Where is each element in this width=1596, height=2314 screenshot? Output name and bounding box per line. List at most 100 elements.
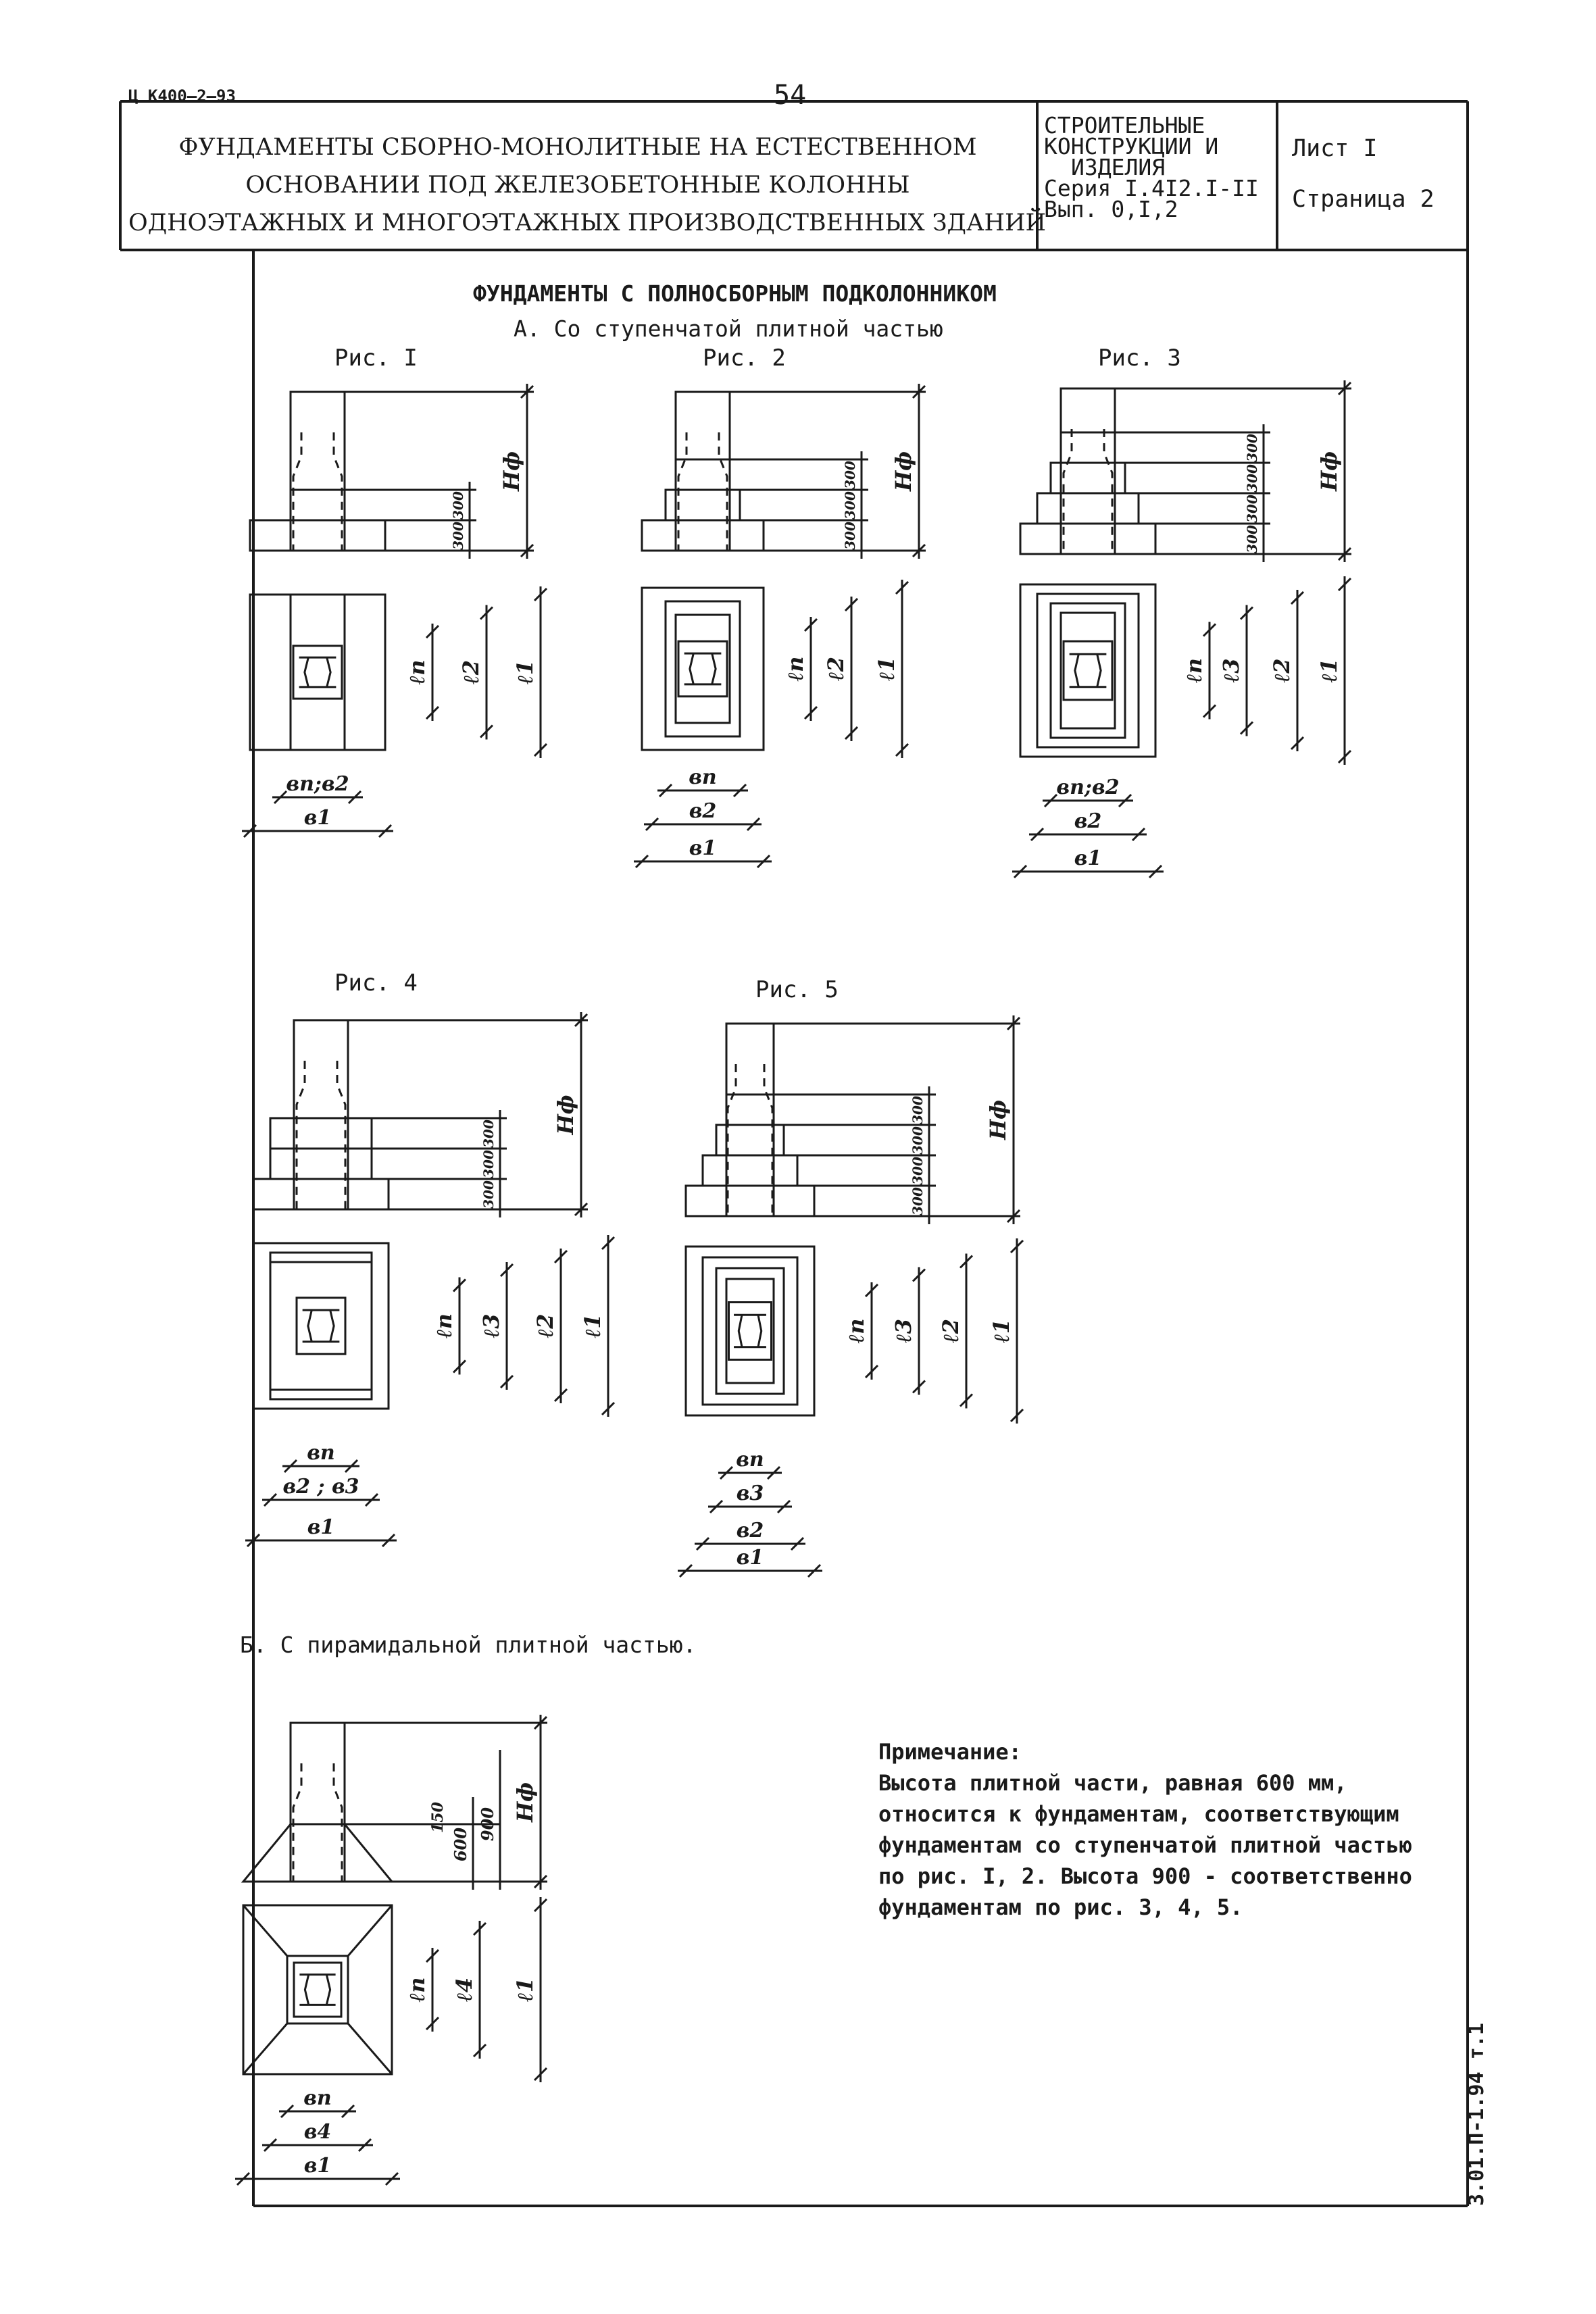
fig5-step-4 <box>725 1093 775 1126</box>
fig4-dim-b2-b3-label: в2 ; в3 <box>282 1475 359 1499</box>
fig4-dim-l3-label: ℓ3 <box>478 1314 504 1338</box>
fig2-plan-step-3 <box>674 613 731 724</box>
fig4-dim-b2-b3-tick-left <box>263 1492 278 1507</box>
fig5-dim-b3-tick-right <box>776 1499 791 1514</box>
fig3-dim-l3-tick-bottom <box>1239 721 1254 735</box>
fig1-dim-bn-b2-tick-left <box>273 790 288 805</box>
fig5-dim-b2-tick-right <box>790 1536 805 1551</box>
fig5-dim-step-3-label: 300 <box>909 1126 926 1155</box>
fig2-dim-b2-tick-left <box>645 817 659 832</box>
fig5-dim-bn-label: вп <box>736 1448 764 1472</box>
figB-dim-l1-tick-top <box>533 1898 548 1913</box>
fig1-dim-l2-tick-bottom <box>479 724 494 738</box>
fig5-plan-ibeam <box>734 1313 766 1349</box>
fig3-step-2 <box>1036 492 1140 525</box>
fig4-dim-l1-tick-bottom <box>601 1401 616 1416</box>
figB-dim-h-label: Нф <box>512 1782 538 1823</box>
fig4-dim-bn-tick-left <box>283 1459 298 1474</box>
fig1-step-1 <box>249 519 386 552</box>
fig4-step-1 <box>252 1178 390 1211</box>
fig2-step-3 <box>674 458 731 491</box>
fig1-dim-l1-tick-top <box>533 587 548 602</box>
fig1-dim-b1-tick-left <box>243 824 257 838</box>
title-line-1: ФУНДАМЕНТЫ СБОРНО-МОНОЛИТНЫЕ НА ЕСТЕСТВЕ… <box>178 134 977 161</box>
figB-dim-b4-tick-left <box>263 2138 278 2153</box>
fig5-dim-step-2-label: 300 <box>909 1157 926 1185</box>
subsection-b: Б. С пирамидальной плитной частью. <box>240 1632 697 1658</box>
figB-column-dash-right <box>332 1763 343 1882</box>
series-block: СТРОИТЕЛЬНЫЕ КОНСТРУКЦИИ И ИЗДЕЛИЯ Серия… <box>1044 114 1259 220</box>
sheet-number: Лист I <box>1292 135 1378 162</box>
fig3-dim-bn-b2-tick-right <box>1118 793 1132 808</box>
fig2-dim-h-label: Нф <box>891 451 916 492</box>
figB-dim-600-label: 600 <box>451 1828 470 1861</box>
fig2-step-1 <box>641 519 765 552</box>
fig3-label: Рис. 3 <box>1098 345 1181 372</box>
fig5-dim-b1-tick-left <box>678 1563 693 1578</box>
fig5-plan-socket <box>728 1301 772 1361</box>
fig2-plan-ibeam <box>684 652 722 686</box>
fig2-label: Рис. 2 <box>703 345 786 372</box>
figB-dim-l4-tick-bottom <box>472 2043 487 2058</box>
title-block: ФУНДАМЕНТЫ СБОРНО-МОНОЛИТНЫЕ НА ЕСТЕСТВЕ… <box>128 128 1046 242</box>
fig5-column-dash-right <box>763 1064 774 1216</box>
note-line-2: относится к фундаментам, соответствующим <box>878 1801 1399 1827</box>
figB-plan-ibeam <box>299 1973 336 2006</box>
fig1-plan-socket <box>292 645 343 700</box>
fig2-dim-l1-tick-bottom <box>895 743 909 757</box>
fig1-dim-step-1-label: 300 <box>450 522 466 550</box>
fig2-dim-step-1-label: 300 <box>842 522 858 550</box>
fig5-plan-step-4 <box>725 1278 775 1384</box>
fig4-step-3 <box>269 1117 373 1150</box>
fig5-dim-b1-tick-right <box>807 1563 822 1578</box>
fig3-dim-step-1-label: 300 <box>1244 525 1260 553</box>
fig1-dim-ln-tick-top <box>425 624 440 639</box>
fig5-label: Рис. 5 <box>755 976 839 1003</box>
fig3-dim-ln-label: ℓп <box>1181 658 1207 683</box>
fig2-column-dash-right <box>718 432 728 551</box>
fig4-plan-ibeam <box>302 1309 340 1343</box>
fig3-dim-b2-tick-right <box>1131 827 1146 842</box>
fig5-dim-bn-tick-left <box>719 1465 734 1480</box>
note-line-1: Высота плитной части, равная 600 мм, <box>878 1770 1347 1796</box>
fig1-dim-bn-b2-label: вп;в2 <box>286 772 349 796</box>
fig4-dim-l2-tick-bottom <box>553 1388 568 1403</box>
fig4-dim-bn-tick-right <box>344 1459 359 1474</box>
fig4-dim-l2-tick-top <box>553 1249 568 1264</box>
fig2-dim-b1-tick-left <box>634 854 649 869</box>
fig3-dim-l3-tick-top <box>1239 606 1254 620</box>
fig1-dim-step-2-label: 300 <box>450 491 466 520</box>
fig5-dim-b2-label: в2 <box>737 1519 764 1542</box>
note-line-5: фундаментам по рис. 3, 4, 5. <box>878 1894 1243 1920</box>
fig4-column <box>293 1019 349 1211</box>
fig5-dim-b3-label: в3 <box>737 1482 764 1505</box>
note-heading: Примечание: <box>878 1739 1022 1765</box>
figB-plan-socket <box>293 1961 343 2018</box>
fig5-dim-l3-tick-bottom <box>912 1380 926 1394</box>
fig3-dim-l1-label: ℓ1 <box>1316 659 1342 683</box>
fig3-dim-l2-tick-bottom <box>1290 736 1305 751</box>
fig2-dim-step-2-label: 300 <box>842 491 858 520</box>
fig5-dim-l2-label: ℓ2 <box>938 1319 964 1343</box>
fig4-plan-socket <box>295 1297 347 1355</box>
fig2-dim-b2-tick-right <box>746 817 761 832</box>
fig3-dim-b1-label: в1 <box>1074 847 1102 870</box>
figB-dim-900-label: 900 <box>478 1807 497 1841</box>
fig5-dim-step-4-label: 300 <box>909 1096 926 1124</box>
fig3-column-dash-right <box>1103 429 1114 554</box>
series-line-3: ИЗДЕЛИЯ <box>1071 154 1166 180</box>
fig5-dim-l2-tick-top <box>959 1255 974 1269</box>
fig3-dim-ln-tick-bottom <box>1202 704 1217 718</box>
figB-pyramid <box>241 1823 395 1883</box>
fig1-dim-b1-tick-right <box>378 824 393 838</box>
fig3-dim-step-4-label: 300 <box>1244 434 1260 462</box>
fig3-plan-step-3 <box>1049 602 1126 739</box>
fig2-dim-l2-label: ℓ2 <box>823 657 849 681</box>
fig5-dim-l2-tick-bottom <box>959 1393 974 1407</box>
fig4-dim-b1-tick-right <box>381 1533 396 1548</box>
fig3-dim-l3-label: ℓ3 <box>1218 659 1244 683</box>
fig3-dim-b1-tick-left <box>1013 864 1028 879</box>
fig4-dim-step-2-label: 300 <box>480 1150 497 1178</box>
fig1-column <box>289 391 346 552</box>
